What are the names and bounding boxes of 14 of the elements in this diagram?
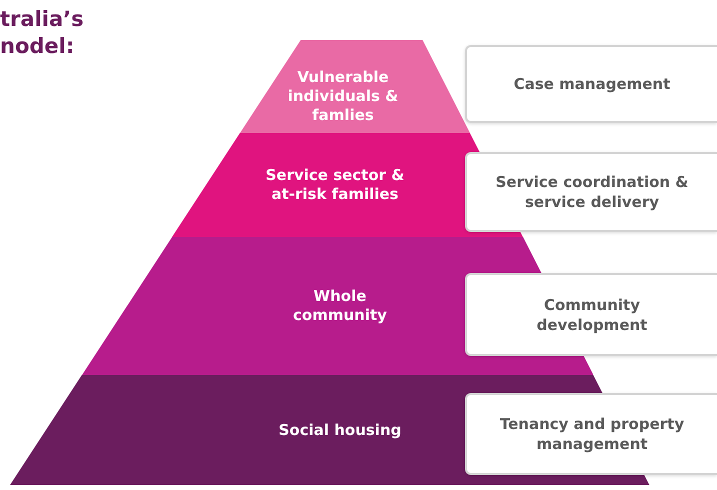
activity-card	[465, 393, 717, 475]
activity-card	[465, 273, 717, 356]
tier-label: Social housing	[278, 420, 402, 440]
activity-label: Service coordination & service delivery	[494, 172, 690, 212]
activity-label: Community development	[536, 294, 648, 334]
title: tralia’s nodel:	[0, 6, 85, 60]
tier-label: Whole community	[292, 287, 388, 325]
tier-label: Vulnerable individuals & famlies	[286, 68, 400, 125]
pyramid-tier	[240, 40, 470, 133]
activity-card	[465, 152, 717, 232]
activity-label: Case management	[512, 74, 672, 94]
tier-label: Service sector & at-risk families	[264, 166, 406, 204]
activity-label: Tenancy and property management	[498, 414, 686, 454]
activity-card	[465, 45, 717, 123]
